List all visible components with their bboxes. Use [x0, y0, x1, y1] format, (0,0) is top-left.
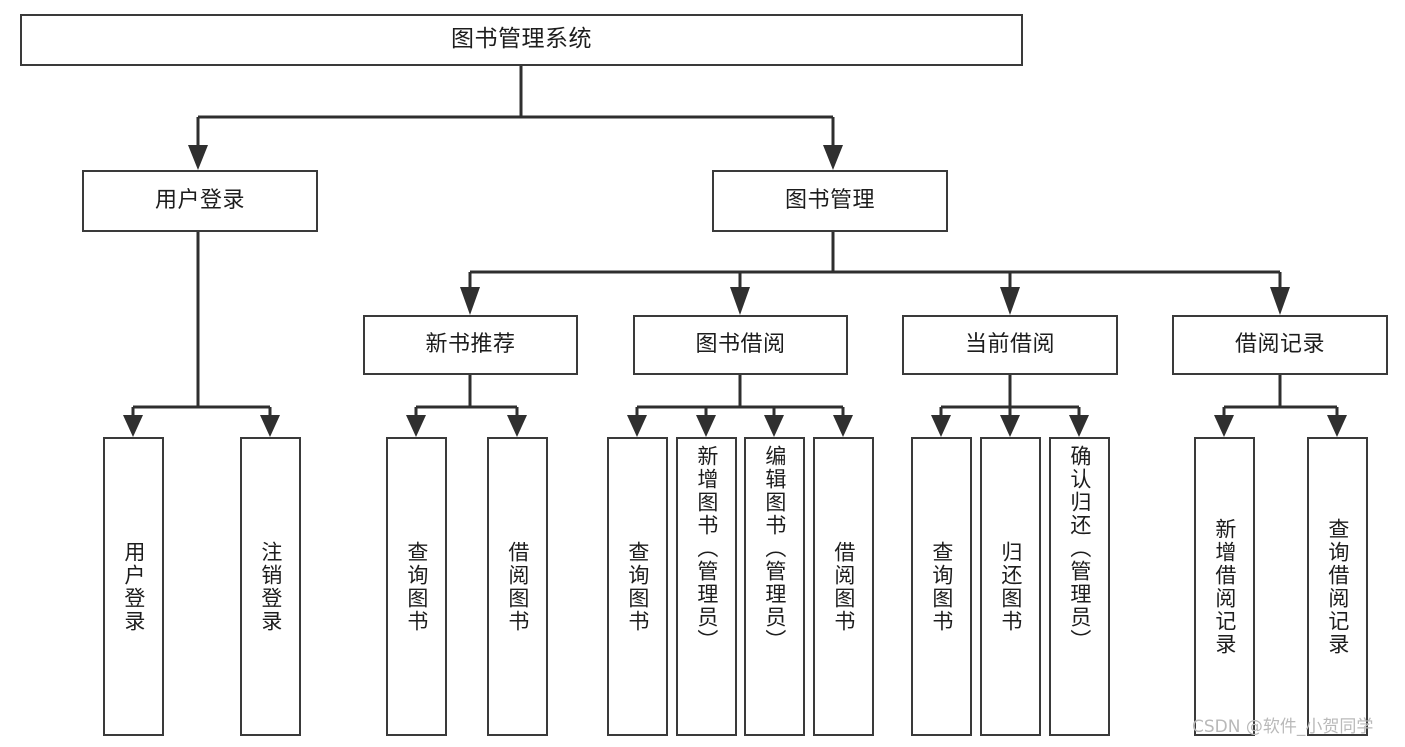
node-root-book-management-system[interactable]: 图书管理系统 — [20, 14, 1023, 66]
node-label: 当前借阅 — [964, 331, 1055, 357]
node-label: 用户登录 — [154, 187, 245, 213]
leaf-add-book-admin[interactable]: 新增图书（管理员） — [676, 437, 737, 736]
leaf-query-book-current[interactable]: 查询图书 — [911, 437, 972, 736]
node-borrow-record[interactable]: 借阅记录 — [1172, 315, 1388, 375]
leaf-edit-book-admin[interactable]: 编辑图书（管理员） — [744, 437, 805, 736]
leaf-confirm-return-admin[interactable]: 确认归还（管理员） — [1049, 437, 1110, 736]
node-current-borrow[interactable]: 当前借阅 — [902, 315, 1118, 375]
leaf-query-book-borrow[interactable]: 查询图书 — [607, 437, 668, 736]
node-label: 新增图书（管理员） — [694, 445, 719, 652]
node-label: 图书借阅 — [695, 331, 786, 357]
node-label: 查询图书 — [625, 540, 650, 633]
node-label: 编辑图书（管理员） — [762, 445, 787, 652]
node-book-management[interactable]: 图书管理 — [712, 170, 948, 232]
node-new-book-recommend[interactable]: 新书推荐 — [363, 315, 578, 375]
leaf-query-borrow-record[interactable]: 查询借阅记录 — [1307, 437, 1368, 736]
leaf-borrow-book[interactable]: 借阅图书 — [813, 437, 874, 736]
node-label: 确认归还（管理员） — [1067, 445, 1092, 652]
node-label: 归还图书 — [998, 540, 1023, 633]
node-book-borrow[interactable]: 图书借阅 — [633, 315, 848, 375]
leaf-logout[interactable]: 注销登录 — [240, 437, 301, 736]
leaf-query-book-recommend[interactable]: 查询图书 — [386, 437, 447, 736]
node-label: 借阅图书 — [831, 540, 856, 633]
node-label: 图书管理 — [784, 187, 875, 213]
node-label: 图书管理系统 — [451, 26, 592, 53]
node-label: 注销登录 — [258, 540, 283, 633]
node-label: 查询图书 — [929, 540, 954, 633]
node-label: 用户登录 — [121, 540, 146, 633]
leaf-add-borrow-record[interactable]: 新增借阅记录 — [1194, 437, 1255, 736]
node-label: 借阅记录 — [1234, 331, 1325, 357]
node-label: 新增借阅记录 — [1212, 517, 1237, 656]
node-label: 借阅图书 — [505, 540, 530, 633]
node-label: 新书推荐 — [425, 331, 516, 357]
node-label: 查询图书 — [404, 540, 429, 633]
leaf-user-login[interactable]: 用户登录 — [103, 437, 164, 736]
leaf-borrow-book-recommend[interactable]: 借阅图书 — [487, 437, 548, 736]
node-label: 查询借阅记录 — [1325, 517, 1350, 656]
csdn-watermark: CSDN @软件_小贺同学 — [1192, 717, 1374, 737]
node-user-login[interactable]: 用户登录 — [82, 170, 318, 232]
leaf-return-book[interactable]: 归还图书 — [980, 437, 1041, 736]
